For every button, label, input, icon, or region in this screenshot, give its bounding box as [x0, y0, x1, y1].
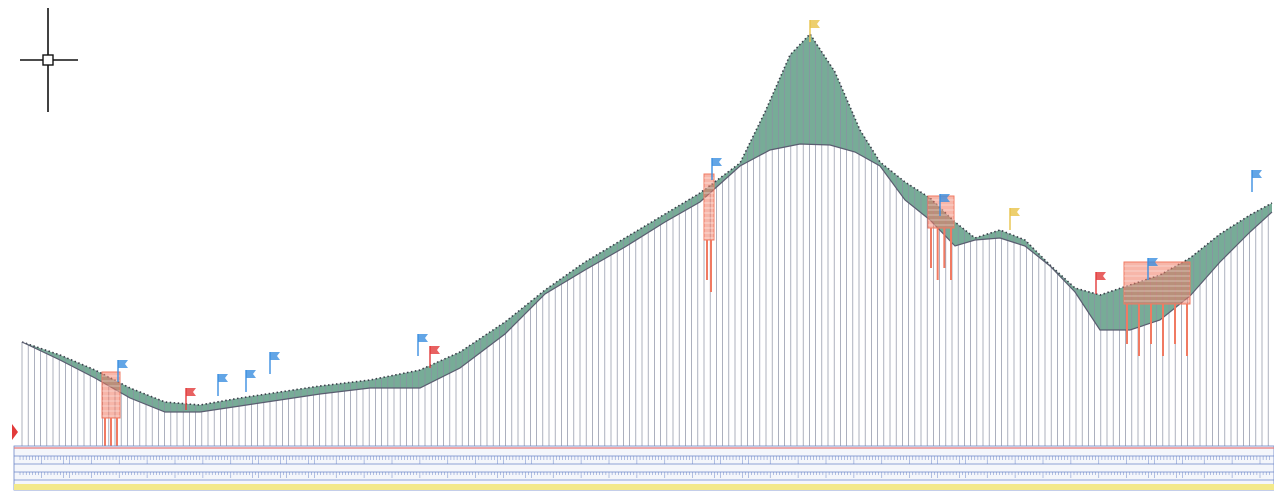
earthwork-areas: [26, 34, 1272, 412]
marker-flag-icon: [117, 360, 128, 382]
structure-body: [1123, 261, 1191, 305]
structures: [101, 173, 1191, 470]
flag-cloth: [1252, 170, 1262, 178]
ucs-crosshair-icon: [20, 8, 78, 112]
station-lines: [21, 34, 1269, 448]
marker-flag-icon: [429, 346, 440, 368]
flag-cloth: [418, 334, 428, 342]
marker-flag-icon: [809, 20, 820, 42]
ground-line: [21, 32, 1273, 406]
design-grade-line: [21, 143, 1273, 413]
flag-cloth: [1148, 258, 1158, 266]
profile-data-band: [12, 424, 1274, 491]
marker-flag-icon: [185, 388, 196, 410]
flag-cloth: [712, 158, 722, 166]
marker-flag-icon: [1095, 272, 1106, 294]
flag-cloth: [218, 374, 228, 382]
flag-cloth: [1096, 272, 1106, 280]
flag-cloth: [940, 194, 950, 202]
cut-area: [26, 34, 1272, 412]
marker-flag-icon: [1147, 258, 1158, 280]
flag-cloth: [430, 346, 440, 354]
flag-cloth: [186, 388, 196, 396]
flag-cloth: [118, 360, 128, 368]
marker-flag-icon: [217, 374, 228, 396]
flag-cloth: [810, 20, 820, 28]
flag-cloth: [246, 370, 256, 378]
marker-flag-icon: [711, 158, 722, 180]
marker-flag-icon: [939, 194, 950, 216]
structure: [1123, 261, 1191, 356]
structure: [927, 195, 955, 280]
flag-cloth: [1010, 208, 1020, 216]
structure: [101, 371, 121, 470]
structure-body: [703, 173, 715, 241]
structure: [703, 173, 715, 292]
marker-flag-icon: [269, 352, 280, 374]
marker-flag-icon: [245, 370, 256, 392]
flag-cloth: [270, 352, 280, 360]
marker-flags: [117, 20, 1262, 410]
band-frame: [13, 445, 1274, 491]
marker-flag-icon: [1251, 170, 1262, 192]
marker-flag-icon: [1009, 208, 1020, 230]
band-start-marker-icon: [12, 424, 18, 440]
marker-flag-icon: [417, 334, 428, 356]
band-yellow-strip: [14, 484, 1274, 490]
